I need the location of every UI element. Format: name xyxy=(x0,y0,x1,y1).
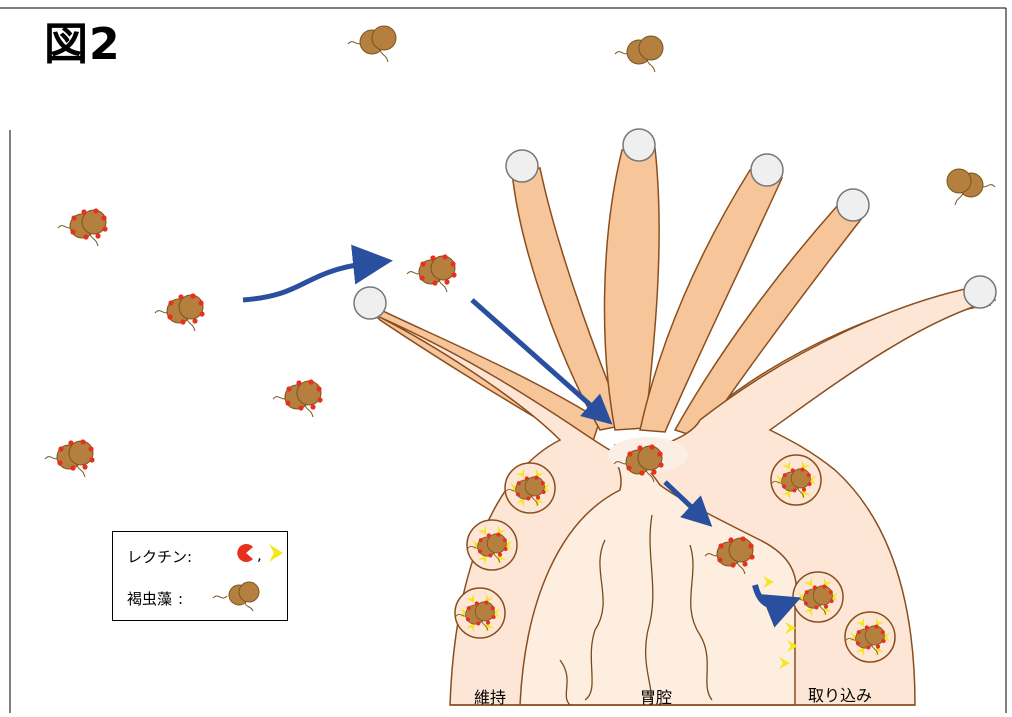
zooxanthella-cell xyxy=(273,379,323,417)
zooxanthella-cell xyxy=(348,26,396,62)
tentacle-tip xyxy=(964,276,996,308)
zooxanthella-cell xyxy=(155,293,205,331)
tentacle-tip xyxy=(837,189,869,221)
red-lectin-icon xyxy=(235,542,257,564)
algae-icon xyxy=(211,578,267,612)
legend-algae-sep: : xyxy=(178,590,183,608)
tentacle-tip xyxy=(751,154,783,186)
zooxanthella-cell xyxy=(407,254,457,292)
legend-lectin-label: レクチン xyxy=(127,548,187,566)
tentacle-tip xyxy=(354,287,386,319)
legend-box: レクチン: , 褐虫藻: xyxy=(112,531,288,621)
label-gastric-cavity: 胃腔 xyxy=(640,684,672,708)
zooxanthella-cell xyxy=(947,169,995,205)
legend-lectin-comma: , xyxy=(257,546,262,564)
zooxanthella-cell xyxy=(58,208,108,246)
tentacle-tip xyxy=(506,150,538,182)
legend-algae-row: 褐虫藻: xyxy=(127,588,183,609)
legend-lectin-sep: : xyxy=(187,548,192,566)
legend-lectin-row: レクチン: , xyxy=(127,546,192,567)
zooxanthella-cell xyxy=(45,439,95,477)
zooxanthella-cell xyxy=(615,36,663,72)
figure-title: 図2 xyxy=(44,8,121,72)
tentacle-tip xyxy=(623,129,655,161)
yellow-lectin-icon xyxy=(265,542,287,564)
legend-algae-label: 褐虫藻 xyxy=(127,590,172,608)
label-maintenance: 維持 xyxy=(474,684,506,708)
label-uptake: 取り込み xyxy=(808,682,872,706)
